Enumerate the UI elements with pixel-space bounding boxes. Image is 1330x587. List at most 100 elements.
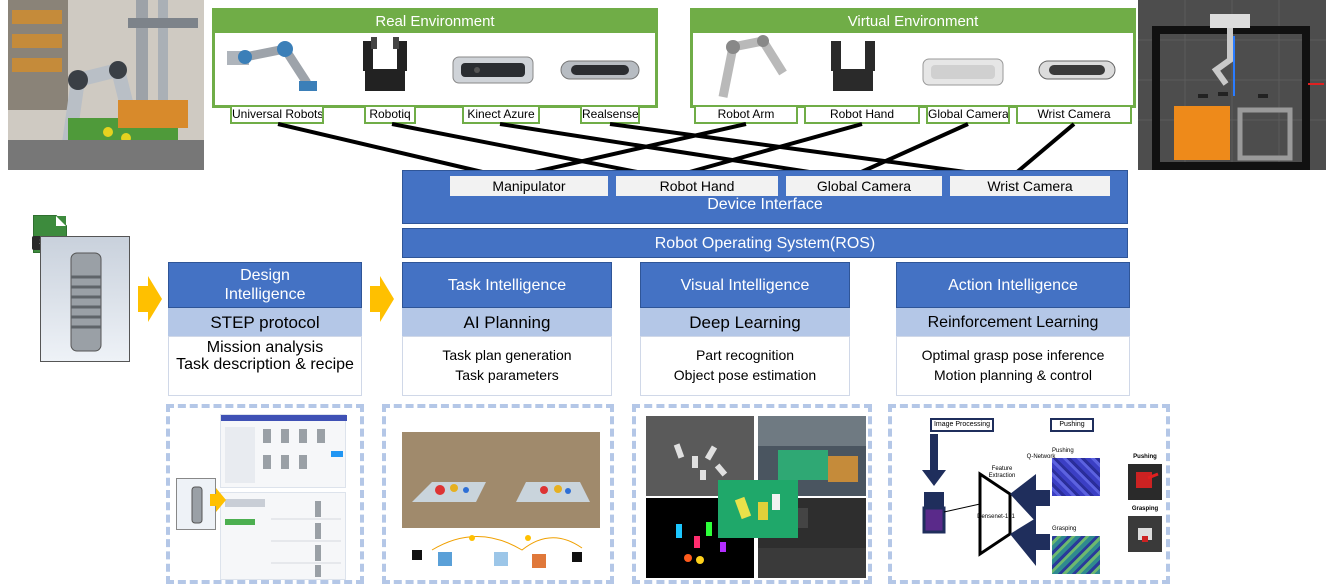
design-intelligence-header: Design Intelligence: [168, 262, 362, 308]
real-device-label-2: Robotiq: [364, 105, 416, 124]
task-method-label: AI Planning: [463, 313, 551, 332]
action-densenet-label: Densenet-121: [977, 514, 1015, 520]
action-pushing-result-image: [1128, 464, 1162, 500]
device-interface-manipulator: Manipulator: [450, 176, 608, 196]
line-globalcam-to-globalcam: [847, 122, 969, 180]
visual-intelligence-header: Visual Intelligence: [640, 262, 850, 308]
task-plan-graph: [402, 530, 600, 582]
virtual-environment-title: Virtual Environment: [693, 11, 1133, 33]
visual-example-panel: [632, 404, 872, 584]
action-image-processing-box: Image Processing: [930, 418, 994, 432]
task-example-panel: [382, 404, 614, 584]
virtual-device-label-4: Wrist Camera: [1016, 105, 1132, 124]
virtual-sim-screenshot: [1138, 0, 1326, 170]
kinect-azure-icon: [452, 56, 534, 84]
real-device-label-1: Universal Robots: [230, 105, 324, 124]
design-cad-thumbnail-illustration: [191, 486, 203, 524]
design-app-top-illustration: [221, 415, 347, 483]
action-example-panel: Image Processing Pushing Feature Extract…: [888, 404, 1170, 584]
visual-camera-photo-illustration: [758, 416, 866, 482]
line-realsense-to-wristcam: [609, 122, 1011, 180]
action-pushing-label: Pushing: [1052, 448, 1074, 454]
action-grasping-result-label: Grasping: [1131, 506, 1159, 512]
robot-hand-sim-icon: [831, 41, 875, 91]
cad-part-illustration: [70, 252, 102, 352]
visual-detection-gray-illustration: [673, 443, 728, 480]
action-image-processing-label: Image Processing: [933, 421, 991, 428]
real-devices-illustration: [227, 37, 640, 91]
device-interface-wrist-camera: Wrist Camera: [950, 176, 1110, 196]
design-detail-1: Mission analysis: [206, 339, 324, 356]
action-feature-extraction-label: Feature Extraction: [988, 466, 1016, 479]
task-sim-scene: [402, 432, 600, 528]
visual-crop-green: [718, 480, 798, 538]
ros-bar: Robot Operating System(ROS): [402, 228, 1128, 258]
device-interface-global-camera: Global Camera: [786, 176, 942, 196]
real-device-label-3: Kinect Azure: [462, 105, 540, 124]
virtual-device-label-1: Robot Arm: [694, 105, 798, 124]
ros-label: Robot Operating System(ROS): [654, 235, 876, 252]
action-detail-2: Motion planning & control: [934, 367, 1092, 383]
line-robotiq-to-robothand: [391, 122, 669, 180]
action-grasping-result-image: [1128, 516, 1162, 552]
visual-method-label: Deep Learning: [689, 313, 801, 332]
ur-arm-icon: [227, 41, 317, 91]
wrist-camera-sim-icon: [1038, 60, 1116, 80]
action-q-network-label: Q-Network: [1026, 454, 1056, 460]
design-detail-2: Task description & recipe: [176, 356, 354, 373]
action-grasping-result-illustration: [1138, 528, 1152, 542]
virtual-environment-panel: Virtual Environment: [690, 8, 1136, 108]
action-pushing-result-illustration: [1136, 472, 1159, 488]
virtual-devices-illustration: [718, 35, 1116, 98]
flow-arrow-2: [370, 276, 394, 322]
action-details-box: Optimal grasp pose inference Motion plan…: [896, 336, 1130, 396]
action-network-diagram: [922, 434, 1050, 566]
line-kinect-to-globalcam: [499, 122, 849, 180]
real-environment-title: Real Environment: [215, 11, 655, 33]
action-pushing-top-box: Pushing: [1050, 418, 1094, 432]
device-connection-lines: [277, 122, 1076, 180]
realsense-icon: [560, 60, 640, 80]
virtual-sim-illustration: [1138, 0, 1326, 170]
action-method-label: Reinforcement Learning: [927, 314, 1099, 331]
cad-part-view: [40, 236, 130, 362]
visual-crop-green-illustration: [734, 494, 780, 520]
robot-arm-sim-icon: [718, 35, 787, 98]
design-example-panel: [166, 404, 364, 584]
real-robot-illustration: [8, 0, 204, 170]
task-intelligence-title: Task Intelligence: [447, 277, 567, 294]
real-environment-panel: Real Environment: [212, 8, 658, 108]
visual-intelligence-title: Visual Intelligence: [680, 277, 810, 294]
real-device-label-4: Realsense: [580, 105, 640, 124]
visual-detail-2: Object pose estimation: [673, 367, 817, 383]
design-details-box: Mission analysis Task description & reci…: [168, 336, 362, 396]
task-method-box: AI Planning: [402, 308, 612, 338]
action-method-box: Reinforcement Learning: [896, 308, 1130, 338]
line-robothand-to-robothand: [667, 122, 863, 180]
task-plan-graph-illustration: [412, 535, 583, 568]
task-detail-1: Task plan generation: [442, 347, 572, 363]
action-pushing-result-label: Pushing: [1133, 454, 1157, 460]
virtual-device-label-2: Robot Hand: [804, 105, 920, 124]
action-grasping-label: Grasping: [1052, 526, 1077, 532]
design-inner-arrow: [210, 488, 226, 512]
action-pushing-top-label: Pushing: [1059, 421, 1085, 428]
design-method-label: STEP protocol: [210, 313, 320, 332]
device-interface-title: Device Interface: [707, 196, 823, 213]
global-camera-sim-icon: [922, 58, 1004, 86]
design-app-screenshot-top: [220, 414, 347, 488]
design-app-bottom-illustration: [225, 499, 341, 577]
visual-camera-photo: [758, 416, 866, 496]
action-intelligence-header: Action Intelligence: [896, 262, 1130, 308]
action-detail-1: Optimal grasp pose inference: [921, 347, 1105, 363]
task-intelligence-header: Task Intelligence: [402, 262, 612, 308]
visual-segmentation-mask-illustration: [676, 522, 726, 564]
line-wristcam-to-wristcam: [1008, 122, 1076, 180]
action-intelligence-title: Action Intelligence: [948, 277, 1078, 294]
design-method-box: STEP protocol: [168, 308, 362, 338]
task-detail-2: Task parameters: [455, 367, 559, 383]
task-sim-scene-illustration: [412, 482, 590, 502]
virtual-device-label-3: Global Camera: [926, 105, 1010, 124]
design-app-screenshot-bottom: [220, 492, 346, 580]
task-details-box: Task plan generation Task parameters: [402, 336, 612, 396]
